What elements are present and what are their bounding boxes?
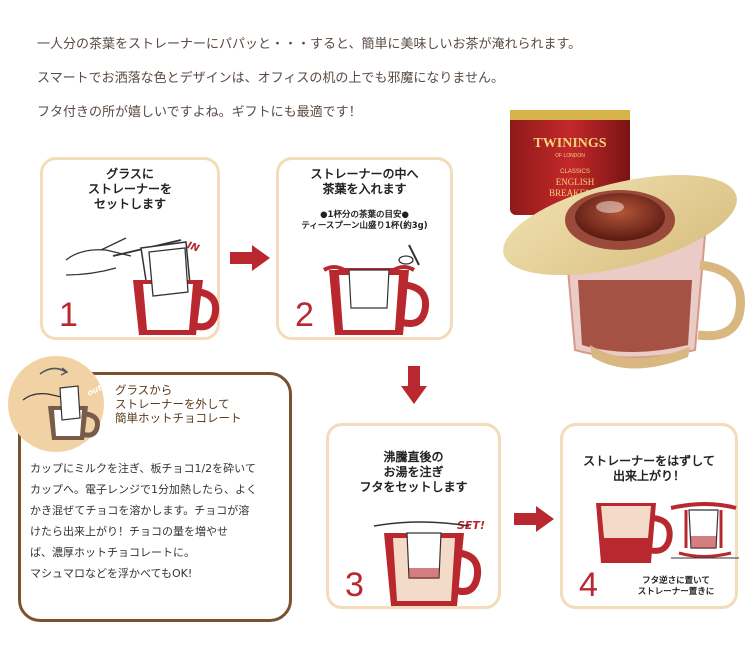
step-4-illustration [596, 502, 739, 563]
step-2-title: ストレーナーの中へ 茶葉を入れます [310, 167, 419, 196]
step-card-2: ストレーナーの中へ 茶葉を入れます ●1杯分の茶葉の目安● ティースプーン山盛り… [276, 157, 453, 340]
tin-brand-sub: OF LONDON [555, 153, 585, 159]
arrow-right-1-head [252, 245, 270, 271]
step-2-number: 2 [295, 296, 314, 334]
step-4-title: ストレーナーをはずして 出来上がり！ [583, 454, 715, 483]
arrow-down-head [401, 386, 427, 404]
set-label: SET! [457, 519, 485, 532]
arrow-right-1 [230, 252, 258, 264]
step-2-note: ●1杯分の茶葉の目安● ティースプーン山盛り1杯(約3g) [301, 210, 428, 231]
step-1-title: グラスに ストレーナーを セットします [87, 167, 172, 211]
arrow-down [408, 366, 420, 388]
cocoa-body: カップにミルクを注ぎ、板チョコ1/2を砕いて カップへ。電子レンジで1分加熱した… [30, 462, 257, 580]
arrow-right-2-head [536, 506, 554, 532]
step-1-illustration [65, 237, 220, 335]
tin-line-3: BREAKFAST [549, 188, 601, 198]
step-card-3: 沸騰直後の お湯を注ぎ フタをセットします 3 SET! [326, 423, 501, 609]
step-3-title: 沸騰直後の お湯を注ぎ フタをセットします [359, 450, 468, 494]
tin-brand: TWININGS [533, 136, 606, 151]
tin-line-1: CLASSICS [560, 169, 590, 175]
step-3-illustration [373, 521, 482, 606]
cocoa-title: グラスから ストレーナーを外して 簡単ホットチョコレート [115, 383, 242, 425]
cocoa-section [18, 372, 292, 622]
step-3-number: 3 [345, 566, 364, 604]
product-photo: TWININGS OF LONDON CLASSICS ENGLISH BREA… [503, 110, 745, 369]
intro-line-3: フタ付きの所が嬉しいですよね。ギフトにも最適です！ [37, 105, 362, 120]
step-card-1: グラスに ストレーナーを セットします 1 IN [40, 157, 220, 340]
step-4-number: 4 [579, 566, 598, 604]
intro-line-1: 一人分の茶葉をストレーナーにパパッと・・・すると、簡単に美味しいお茶が淹れられま… [37, 37, 582, 52]
step-2-illustration [322, 244, 430, 335]
step-4-note: フタ逆さに置いて ストレーナー置きに [637, 576, 715, 597]
intro-line-2: スマートでお洒落な色とデザインは、オフィスの机の上でも邪魔になりません。 [37, 71, 504, 86]
intro-text: 一人分の茶葉をストレーナーにパパッと・・・すると、簡単に美味しいお茶が淹れられま… [37, 36, 581, 138]
arrow-right-2 [514, 513, 540, 525]
tin-line-2: ENGLISH [556, 177, 595, 187]
cocoa-illustration [22, 367, 100, 440]
step-1-number: 1 [59, 296, 78, 334]
step-card-4: ストレーナーをはずして 出来上がり！ 4 フタ逆さに置いて ストレーナー置きに [560, 423, 739, 609]
